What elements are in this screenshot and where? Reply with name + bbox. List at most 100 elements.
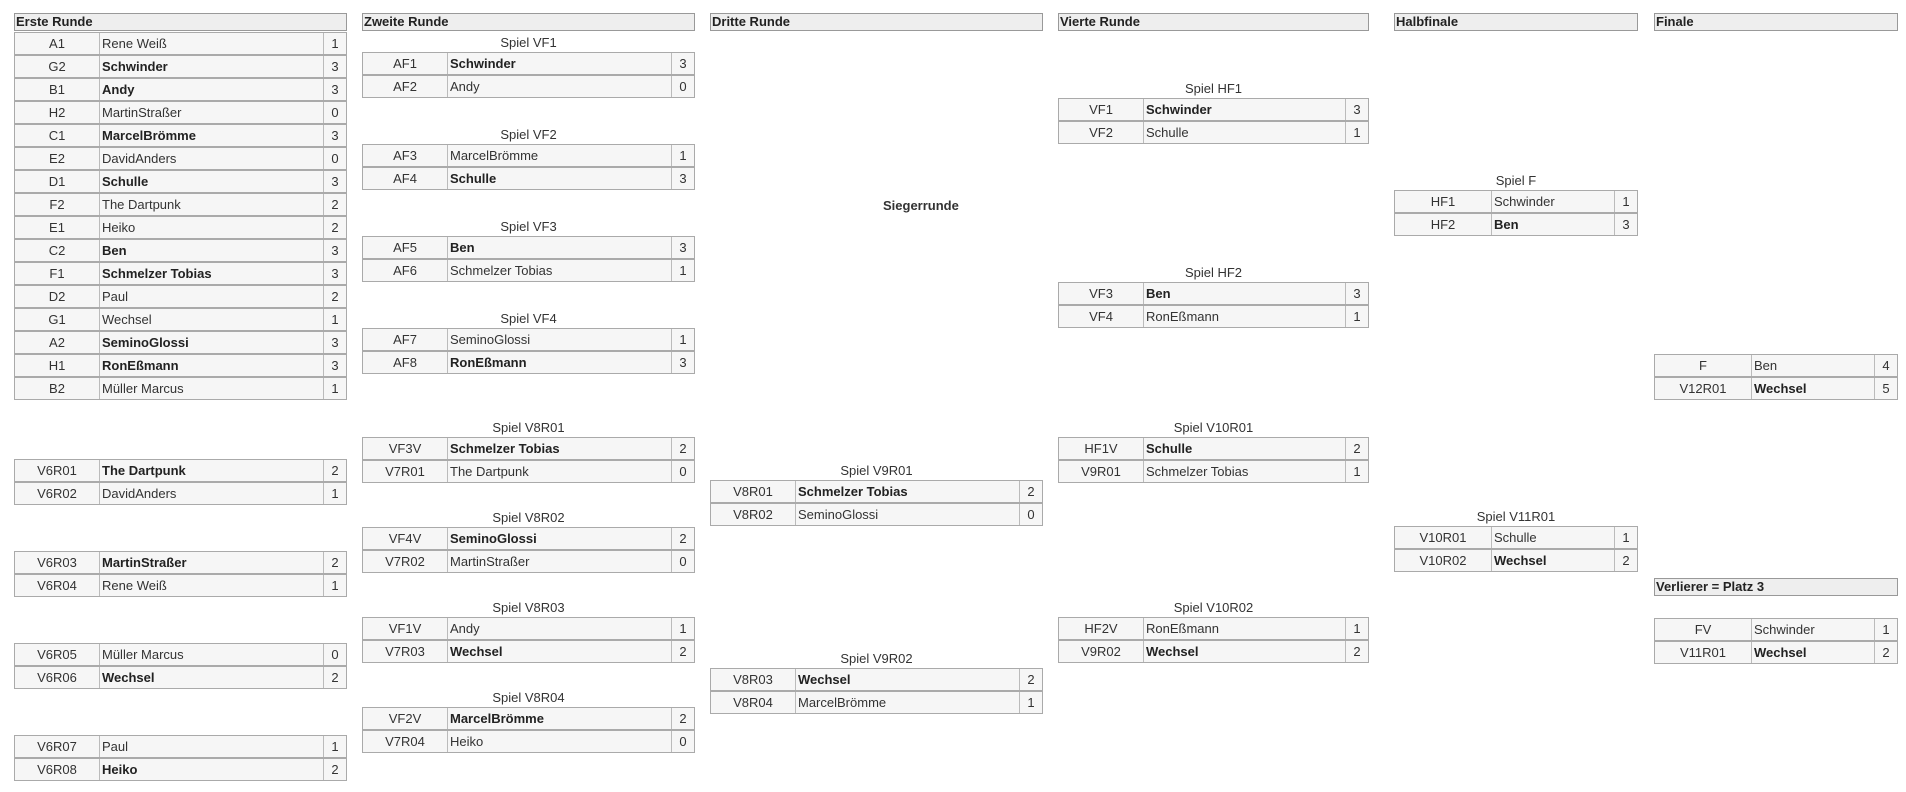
header-final: Finale: [1654, 13, 1898, 31]
slot-code: V7R04: [363, 731, 448, 752]
slot-code: V7R02: [363, 551, 448, 572]
slot-code: B2: [15, 378, 100, 399]
slot-code: H1: [15, 355, 100, 376]
score: 2: [1353, 441, 1361, 456]
player-name: RonEßmann: [100, 355, 324, 376]
score: 1: [331, 312, 339, 327]
slot-code: AF2: [363, 76, 448, 97]
player-name: The Dartpunk: [100, 194, 324, 215]
player-name: Wechsel: [100, 309, 324, 330]
slot-code: AF7: [363, 329, 448, 350]
player-name: SeminoGlossi: [448, 528, 672, 549]
slot-code: HF1V: [1059, 438, 1144, 459]
player-name: SeminoGlossi: [100, 332, 324, 353]
header-round-4: Vierte Runde: [1058, 13, 1369, 31]
match-title: Spiel V8R02: [492, 510, 565, 525]
slot-code: V6R06: [15, 667, 100, 688]
slot-code: A1: [15, 33, 100, 54]
slot-code: V6R01: [15, 460, 100, 481]
slot-code: D2: [15, 286, 100, 307]
player-name: Schwinder: [1492, 191, 1615, 212]
score: 1: [331, 36, 339, 51]
score: 0: [679, 79, 687, 94]
score: 3: [1353, 102, 1361, 117]
player-name: DavidAnders: [100, 148, 324, 169]
player-name: Schmelzer Tobias: [796, 481, 1020, 502]
slot-code: E1: [15, 217, 100, 238]
player-name: Ben: [1752, 355, 1875, 376]
slot-code: AF5: [363, 237, 448, 258]
score: 1: [1882, 622, 1890, 637]
player-name: Schulle: [1144, 438, 1346, 459]
score: 5: [1882, 381, 1890, 396]
player-name: Wechsel: [1144, 641, 1346, 662]
player-name: RonEßmann: [1144, 618, 1346, 639]
slot-code: V7R01: [363, 461, 448, 482]
player-name: Andy: [448, 618, 672, 639]
score: 3: [331, 358, 339, 373]
player-name: RonEßmann: [448, 352, 672, 373]
player-name: Ben: [1144, 283, 1346, 304]
match-title: Spiel V8R01: [492, 420, 565, 435]
player-name: Wechsel: [1752, 642, 1875, 663]
score: 3: [331, 174, 339, 189]
match-title: Spiel HF2: [1184, 265, 1243, 280]
match-title: Spiel VF4: [500, 311, 557, 326]
score: 3: [331, 59, 339, 74]
player-name: MarcelBrömme: [448, 145, 672, 166]
slot-code: V6R02: [15, 483, 100, 504]
score: 2: [1027, 672, 1035, 687]
slot-code: V6R04: [15, 575, 100, 596]
score: 3: [331, 128, 339, 143]
score: 0: [331, 647, 339, 662]
player-name: Heiko: [100, 759, 324, 780]
slot-code: VF3: [1059, 283, 1144, 304]
player-name: Schmelzer Tobias: [100, 263, 324, 284]
slot-code: C2: [15, 240, 100, 261]
slot-code: C1: [15, 125, 100, 146]
score: 0: [331, 151, 339, 166]
score: 1: [1353, 621, 1361, 636]
slot-code: V7R03: [363, 641, 448, 662]
header-semifinal: Halbfinale: [1394, 13, 1638, 31]
slot-code: F1: [15, 263, 100, 284]
player-name: Heiko: [100, 217, 324, 238]
player-name: Wechsel: [796, 669, 1020, 690]
match-title: Spiel F: [1495, 173, 1537, 188]
slot-code: V9R01: [1059, 461, 1144, 482]
player-name: MarcelBrömme: [448, 708, 672, 729]
slot-code: FV: [1655, 619, 1752, 640]
score: 2: [331, 555, 339, 570]
slot-code: VF3V: [363, 438, 448, 459]
player-name: Ben: [448, 237, 672, 258]
slot-code: V8R03: [711, 669, 796, 690]
score: 1: [1622, 194, 1630, 209]
slot-code: AF1: [363, 53, 448, 74]
player-name: Wechsel: [1752, 378, 1875, 399]
score: 3: [1353, 286, 1361, 301]
header-round-2: Zweite Runde: [362, 13, 695, 31]
slot-code: V11R01: [1655, 642, 1752, 663]
slot-code: H2: [15, 102, 100, 123]
slot-code: V9R02: [1059, 641, 1144, 662]
player-name: Ben: [1492, 214, 1615, 235]
score: 0: [331, 105, 339, 120]
slot-code: D1: [15, 171, 100, 192]
